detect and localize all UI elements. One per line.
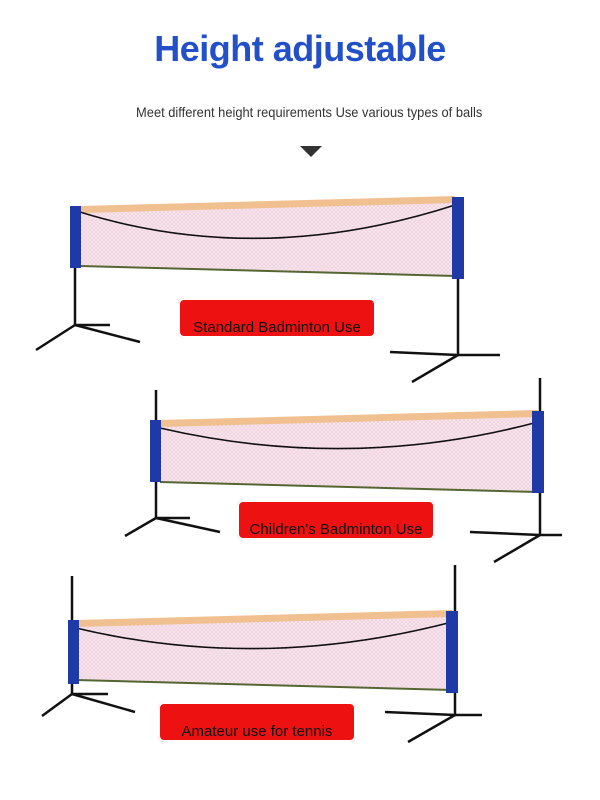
bottom-cord — [159, 481, 539, 493]
net-mesh — [76, 612, 452, 690]
right-stand — [469, 378, 562, 564]
net-tennis — [41, 565, 482, 744]
sag-cord — [75, 621, 453, 650]
net-label-children: Children's Badminton Use — [237, 500, 435, 540]
net-label-standard: Standard Badminton Use — [178, 298, 376, 338]
left-post — [70, 206, 81, 268]
right-post — [452, 197, 464, 279]
net-children — [124, 378, 562, 564]
net-mesh — [160, 412, 538, 492]
net-label-tennis: Amateur use for tennis — [158, 702, 356, 742]
left-post — [68, 620, 79, 684]
left-post — [150, 420, 161, 482]
sag-cord — [159, 421, 539, 450]
right-post — [532, 411, 544, 493]
sag-cord — [79, 204, 456, 240]
page-title: Height adjustable — [154, 28, 446, 69]
top-band — [80, 196, 455, 213]
bottom-cord — [75, 679, 453, 691]
right-post — [446, 611, 458, 693]
bottom-cord — [79, 265, 456, 277]
top-band — [76, 610, 452, 627]
net-mesh — [80, 198, 455, 276]
net-standard — [35, 196, 500, 384]
top-band — [160, 410, 538, 427]
down-arrow-icon — [300, 146, 322, 157]
page-subtitle: Meet different height requirements Use v… — [136, 104, 483, 120]
